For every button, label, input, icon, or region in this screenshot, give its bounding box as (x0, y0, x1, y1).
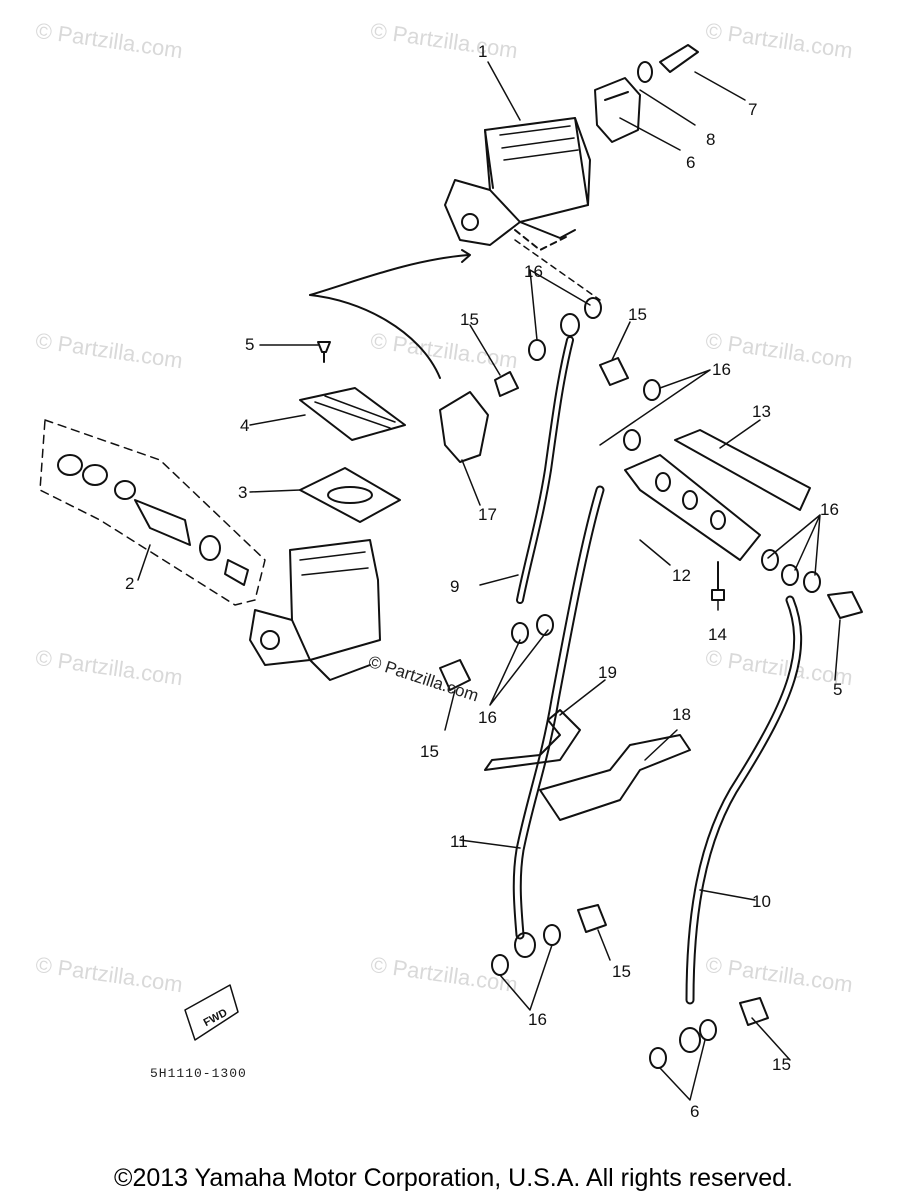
callout-7: 7 (748, 100, 758, 119)
callout-13: 13 (752, 402, 771, 421)
clamp-bracket (594, 77, 641, 143)
callout-15: 15 (460, 310, 479, 329)
assembly-arrow (309, 254, 469, 296)
copyright-notice: ©2013 Yamaha Motor Corporation, U.S.A. A… (114, 1164, 793, 1192)
callout-6: 6 (690, 1102, 700, 1121)
callout-15: 15 (772, 1055, 791, 1074)
callout-16: 16 (820, 500, 839, 519)
junction-part-12 (624, 454, 761, 561)
master-cylinder-assembly (444, 117, 601, 301)
callout-16: 16 (712, 360, 731, 379)
callout-16: 16 (524, 262, 543, 281)
callout-15: 15 (628, 305, 647, 324)
bolt-part-14 (711, 561, 725, 601)
leader-lines (137, 61, 841, 1101)
callout-19: 19 (598, 663, 617, 682)
washer-part-16 (491, 297, 821, 1069)
callout-15: 15 (612, 962, 631, 981)
bracket-part-13 (674, 429, 811, 511)
brake-hose-part-9 (516, 313, 580, 604)
callout-12: 12 (672, 566, 691, 585)
callout-5: 5 (245, 335, 255, 354)
callout-2: 2 (125, 574, 135, 593)
fwd-tag-outline (184, 984, 239, 1041)
callout-9: 9 (450, 577, 460, 596)
clamp-bolt (637, 44, 699, 83)
callout-16: 16 (528, 1010, 547, 1029)
diagram-part-code: 5H1110-1300 (150, 1066, 247, 1081)
piston-kit (39, 419, 266, 606)
diaphragm (299, 467, 401, 523)
callout-3: 3 (238, 483, 248, 502)
callout-10: 10 (752, 892, 771, 911)
screw-part-5 (317, 341, 331, 363)
master-cylinder-body (249, 539, 381, 681)
callout-8: 8 (706, 130, 716, 149)
callout-5: 5 (833, 680, 843, 699)
callout-6: 6 (686, 153, 696, 172)
callout-16: 16 (478, 708, 497, 727)
callout-17: 17 (478, 505, 497, 524)
callout-14: 14 (708, 625, 727, 644)
callout-18: 18 (672, 705, 691, 724)
callout-15: 15 (420, 742, 439, 761)
cap-part-17 (439, 391, 489, 463)
callout-11: 11 (450, 832, 468, 851)
diaphragm-plate (299, 387, 406, 441)
brake-hose-part-10 (679, 595, 803, 1053)
callout-1: 1 (478, 42, 488, 61)
bracket-part-19 (484, 709, 581, 771)
parts-diagram (39, 44, 863, 1101)
bracket-part-18 (539, 734, 691, 821)
callout-4: 4 (240, 416, 250, 435)
